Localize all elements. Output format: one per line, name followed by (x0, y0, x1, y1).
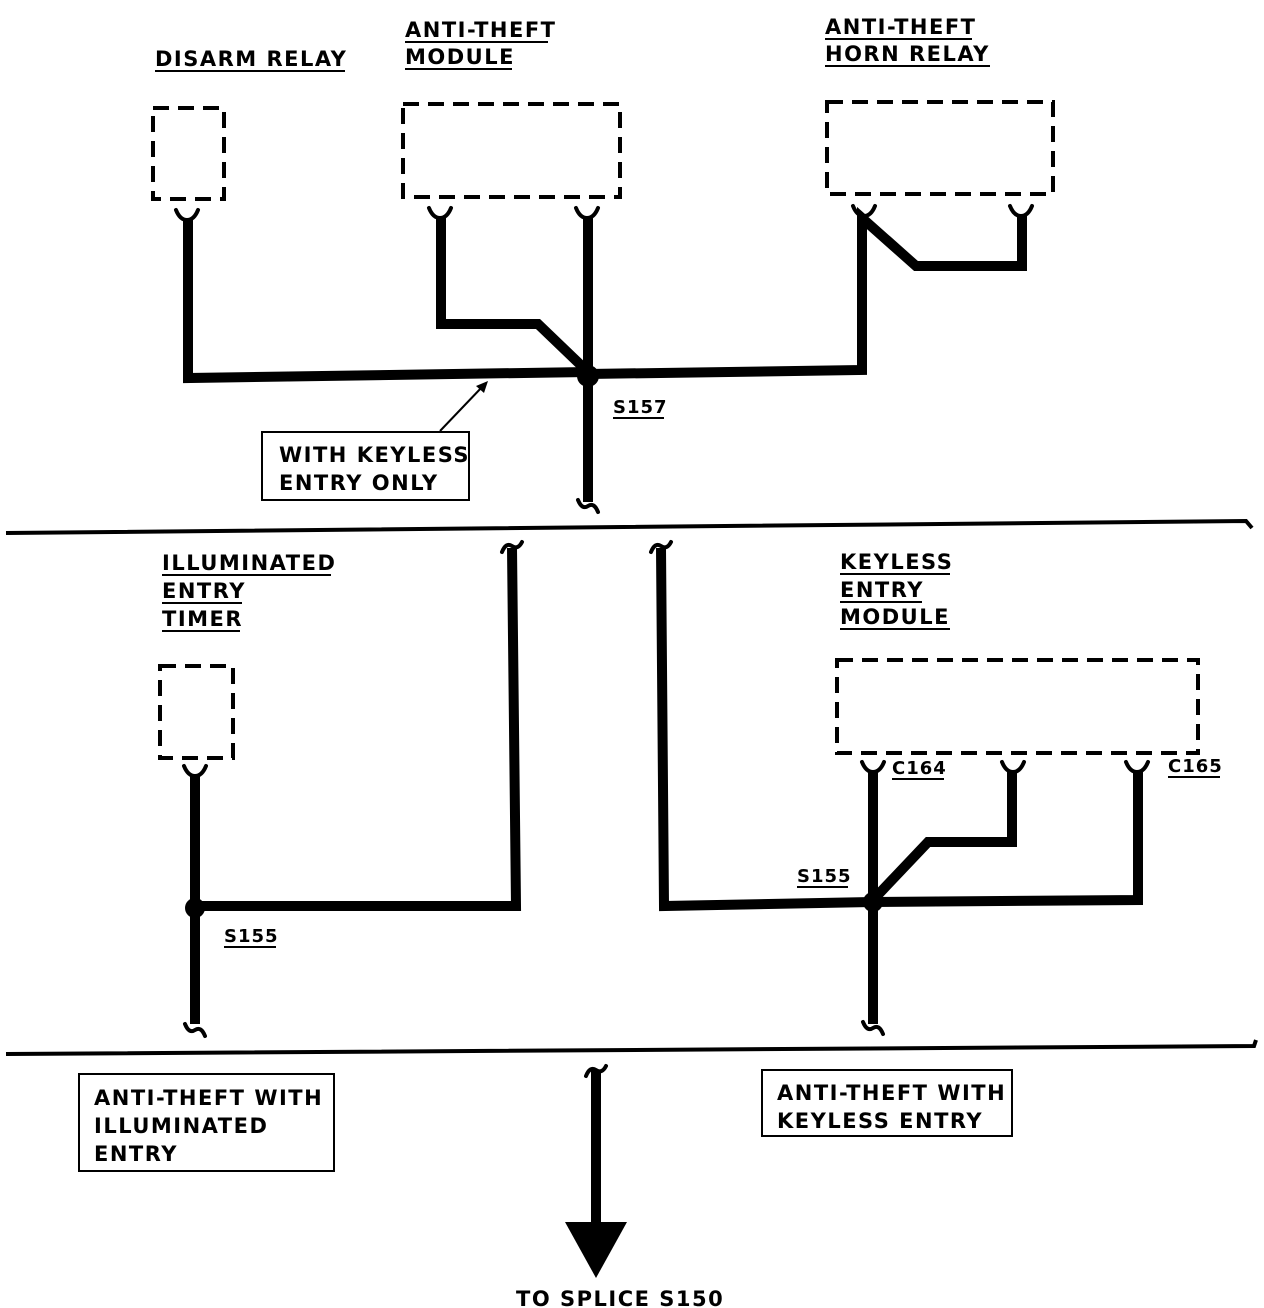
wire-module-left (436, 218, 592, 376)
illuminated-variant-line2: ILLUMINATED (94, 1114, 268, 1138)
connector-cap (182, 764, 208, 779)
horn-relay-label: ANTI-THEFT HORN RELAY (825, 15, 990, 67)
section-divider-top (5, 518, 1254, 535)
illuminated-variant-line3: ENTRY (94, 1142, 178, 1166)
wire-keyless-mid (869, 772, 1017, 904)
illuminated-variant-note-box (78, 1073, 335, 1172)
splice-s155-left-label: S155 (224, 926, 279, 948)
arrow-head-icon (476, 381, 488, 393)
keyless-entry-module-label: KEYLESS ENTRY MODULE (840, 550, 953, 630)
svg-text:S157: S157 (613, 397, 668, 418)
svg-text:ENTRY: ENTRY (840, 578, 924, 602)
svg-text:MODULE: MODULE (840, 605, 950, 629)
illuminated-entry-timer-box (158, 664, 235, 760)
destination-label: TO SPLICE S150 (516, 1287, 724, 1308)
wire-break-icon (861, 1020, 885, 1036)
disarm-relay-box (151, 106, 226, 201)
connector-cap (860, 760, 886, 775)
svg-text:ILLUMINATED: ILLUMINATED (162, 551, 336, 575)
illuminated-entry-timer-label: ILLUMINATED ENTRY TIMER (162, 551, 336, 632)
wire-horn-relay (587, 206, 1027, 379)
keyless-only-note-box (261, 431, 470, 501)
splice-s155-right-label: S155 (797, 866, 852, 888)
svg-text:DISARM RELAY: DISARM RELAY (155, 47, 347, 71)
svg-text:S155: S155 (797, 866, 852, 887)
svg-text:ENTRY: ENTRY (162, 579, 246, 603)
disarm-relay-label: DISARM RELAY (155, 47, 347, 72)
wire-keyless-feed (656, 547, 873, 912)
wire-disarm-relay (183, 220, 589, 384)
keyless-entry-module-box (835, 658, 1200, 755)
illuminated-variant-line1: ANTI-THEFT WITH (94, 1086, 323, 1110)
keyless-variant-note-box (761, 1069, 1013, 1137)
connector-cap (174, 208, 200, 223)
section-divider-bottom (5, 1039, 1258, 1056)
splice-s157-dot (577, 365, 599, 387)
arrow-down-icon (565, 1222, 627, 1278)
svg-text:ANTI-THEFT: ANTI-THEFT (825, 15, 977, 39)
connector-c165-label: C165 (1168, 756, 1223, 778)
splice-s155-left-dot (185, 898, 205, 918)
splice-s155-right-dot (863, 892, 883, 912)
keyless-only-note-line2: ENTRY ONLY (279, 471, 439, 495)
connector-cap (1008, 204, 1034, 219)
svg-text:HORN RELAY: HORN RELAY (825, 42, 990, 66)
wire-break-icon (576, 498, 600, 514)
connector-cap (1124, 760, 1150, 775)
keyless-only-note-line1: WITH KEYLESS (279, 443, 470, 467)
svg-text:MODULE: MODULE (405, 45, 515, 69)
anti-theft-module-box (401, 102, 622, 199)
svg-text:C164: C164 (892, 758, 947, 779)
keyless-variant-line2: KEYLESS ENTRY (777, 1109, 983, 1133)
connector-cap (574, 206, 600, 221)
wire-break-icon (500, 540, 524, 554)
svg-text:C165: C165 (1168, 756, 1223, 777)
svg-text:S155: S155 (224, 926, 279, 947)
svg-text:ANTI-THEFT: ANTI-THEFT (405, 18, 557, 42)
keyless-variant-line1: ANTI-THEFT WITH (777, 1081, 1006, 1105)
horn-relay-box (825, 100, 1055, 196)
connector-c164-label: C164 (892, 758, 947, 780)
connector-cap (1000, 760, 1026, 775)
wire-break-icon (183, 1022, 207, 1038)
wire-keyless-c165 (872, 772, 1143, 907)
note-arrow (439, 385, 484, 432)
wire-timer-feed (195, 547, 522, 911)
connector-cap (427, 206, 453, 221)
splice-s157-label: S157 (613, 397, 668, 419)
svg-text:TIMER: TIMER (162, 607, 243, 631)
anti-theft-module-label: ANTI-THEFT MODULE (405, 18, 557, 70)
svg-text:KEYLESS: KEYLESS (840, 550, 953, 574)
wire-break-icon (649, 540, 673, 554)
